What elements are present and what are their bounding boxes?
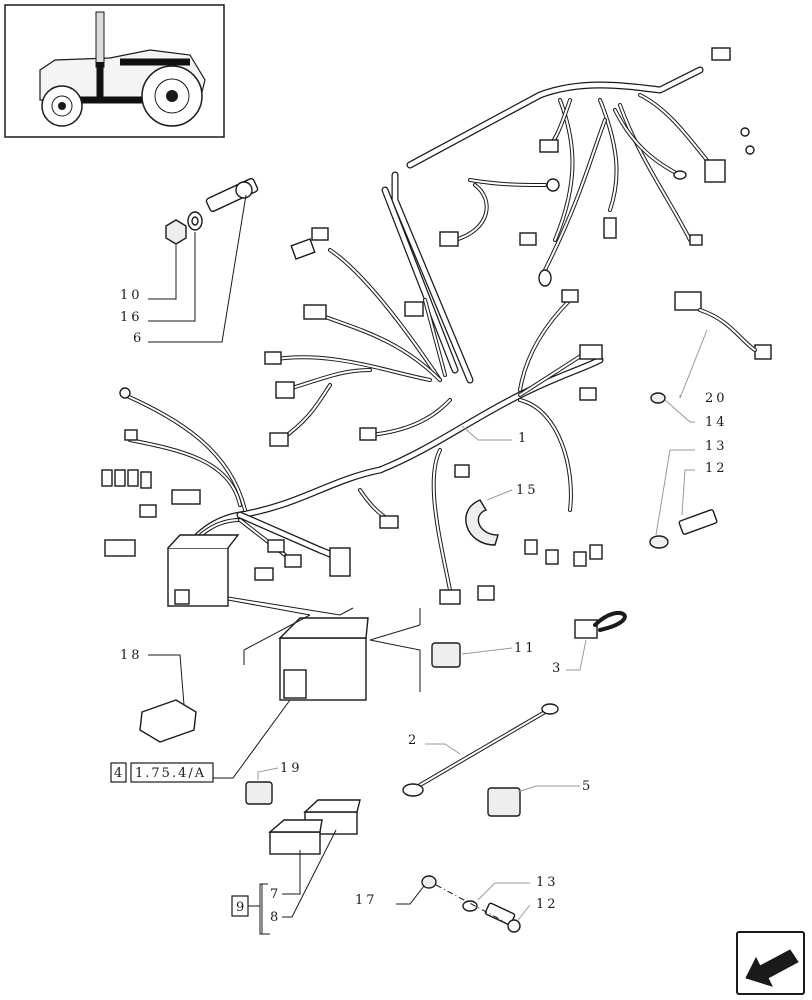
label-2: 2 [408, 733, 419, 748]
next-page-arrow-icon[interactable] [736, 931, 805, 995]
relay-block-harness [167, 534, 240, 607]
part-ecu-module [278, 617, 369, 701]
label-17: 17 [355, 893, 378, 908]
label-16: 16 [120, 310, 143, 325]
label-1: 1 [518, 431, 529, 446]
label-19: 19 [280, 761, 303, 776]
part-washer-13-bottom [462, 900, 478, 912]
part-connector-3 [574, 610, 627, 639]
part-relay-5 [487, 787, 521, 817]
label-12-top: 12 [705, 461, 728, 476]
main-harness [176, 66, 704, 564]
part-nut-17 [421, 875, 437, 889]
part-washer-14 [650, 392, 666, 404]
label-6: 6 [133, 331, 144, 346]
label-7: 7 [270, 887, 281, 902]
label-15: 15 [516, 483, 539, 498]
part-washer-16 [187, 211, 203, 231]
label-20: 20 [705, 391, 728, 406]
ref-b-number: 9 [236, 900, 246, 915]
reference-9[interactable]: 9 [231, 883, 268, 935]
label-11: 11 [514, 641, 537, 656]
label-13-top: 13 [705, 439, 728, 454]
part-washer-13-top [649, 535, 669, 549]
label-18: 18 [120, 648, 143, 663]
label-3: 3 [552, 661, 563, 676]
connectors [101, 47, 772, 605]
part-relay-19 [245, 781, 273, 805]
label-10: 10 [120, 288, 143, 303]
part-clip-18 [139, 699, 197, 743]
part-bolt-6 [205, 177, 259, 213]
reference-4-1754a[interactable]: 4 1.75.4/A [110, 762, 214, 783]
label-5: 5 [582, 779, 593, 794]
leader-lines [148, 194, 708, 935]
label-13-bottom: 13 [536, 875, 559, 890]
part-bolt-12-bottom [484, 902, 521, 933]
label-12-bottom: 12 [536, 897, 559, 912]
part-bolt-12-top [678, 509, 718, 535]
ref-a-code: 1.75.4/A [135, 766, 206, 781]
part-cable-2 [402, 703, 559, 797]
part-nut-10 [165, 219, 187, 245]
part-labels: 10 16 6 1 15 11 3 2 5 18 19 20 14 13 12 … [120, 288, 728, 925]
part-clip-15 [465, 499, 499, 546]
part-relay-11 [431, 642, 461, 668]
part-fuse-holder-7 [268, 819, 323, 855]
tractor-thumbnail-icon [4, 4, 225, 138]
ref-a-number: 4 [114, 766, 124, 781]
label-14: 14 [705, 415, 728, 430]
label-8: 8 [270, 910, 281, 925]
